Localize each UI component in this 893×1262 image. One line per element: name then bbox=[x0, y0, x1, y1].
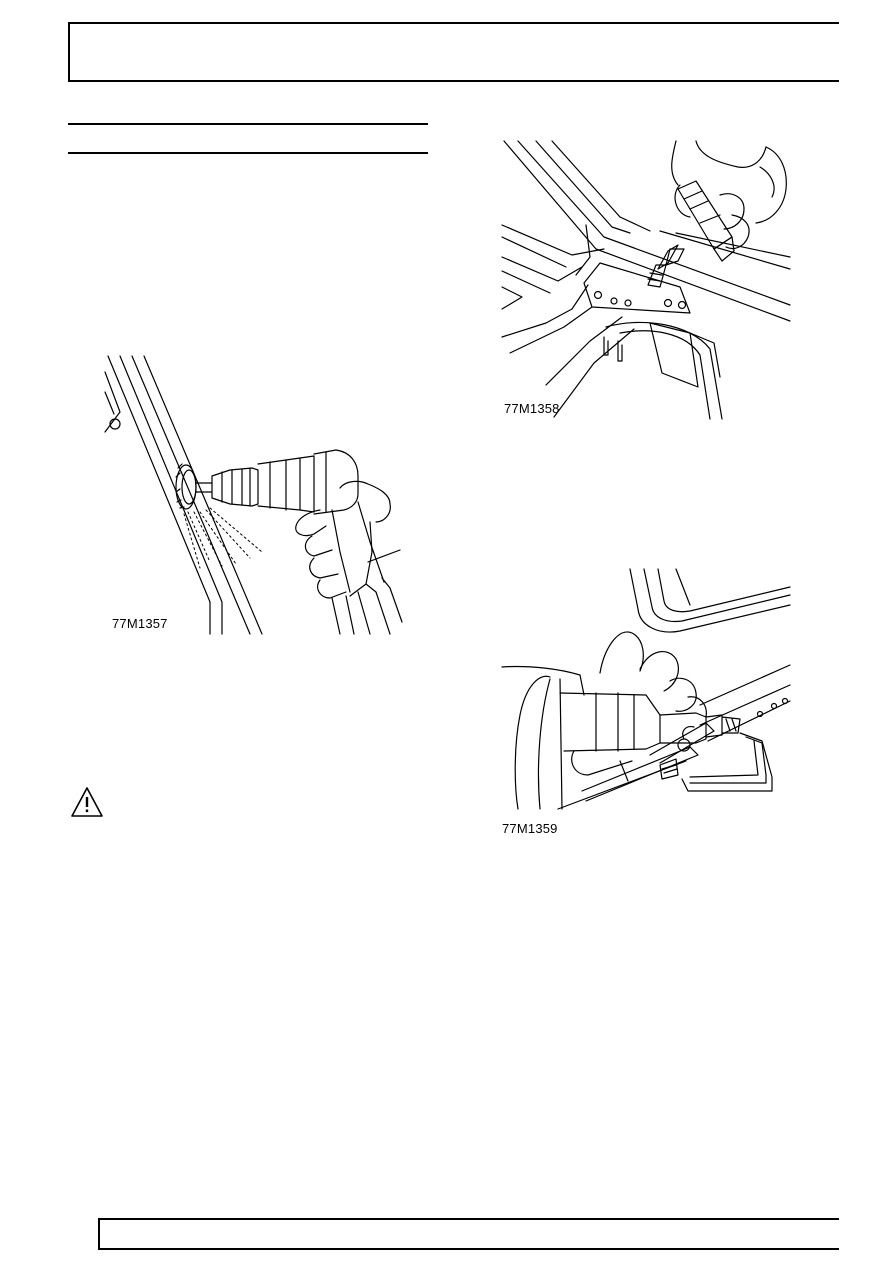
figure-label: 77M1357 bbox=[112, 616, 168, 631]
section-rule-top bbox=[68, 123, 428, 125]
spot-weld-illustration bbox=[501, 140, 791, 420]
figure-label: 77M1358 bbox=[504, 401, 560, 416]
figure-label: 77M1359 bbox=[502, 821, 558, 836]
section-rule-bottom bbox=[68, 152, 428, 154]
clamp-drill-illustration bbox=[501, 568, 791, 810]
page-header-box bbox=[68, 22, 839, 82]
page-footer-box bbox=[98, 1218, 839, 1250]
figure-drill-with-clamp: 77M1359 bbox=[500, 565, 792, 847]
figure-drill-spot-welds: 77M1358 bbox=[500, 137, 792, 422]
figure-wire-brush-drill: 77M1357 bbox=[100, 352, 405, 637]
drill-illustration bbox=[104, 355, 403, 635]
warning-triangle-icon bbox=[70, 786, 104, 818]
